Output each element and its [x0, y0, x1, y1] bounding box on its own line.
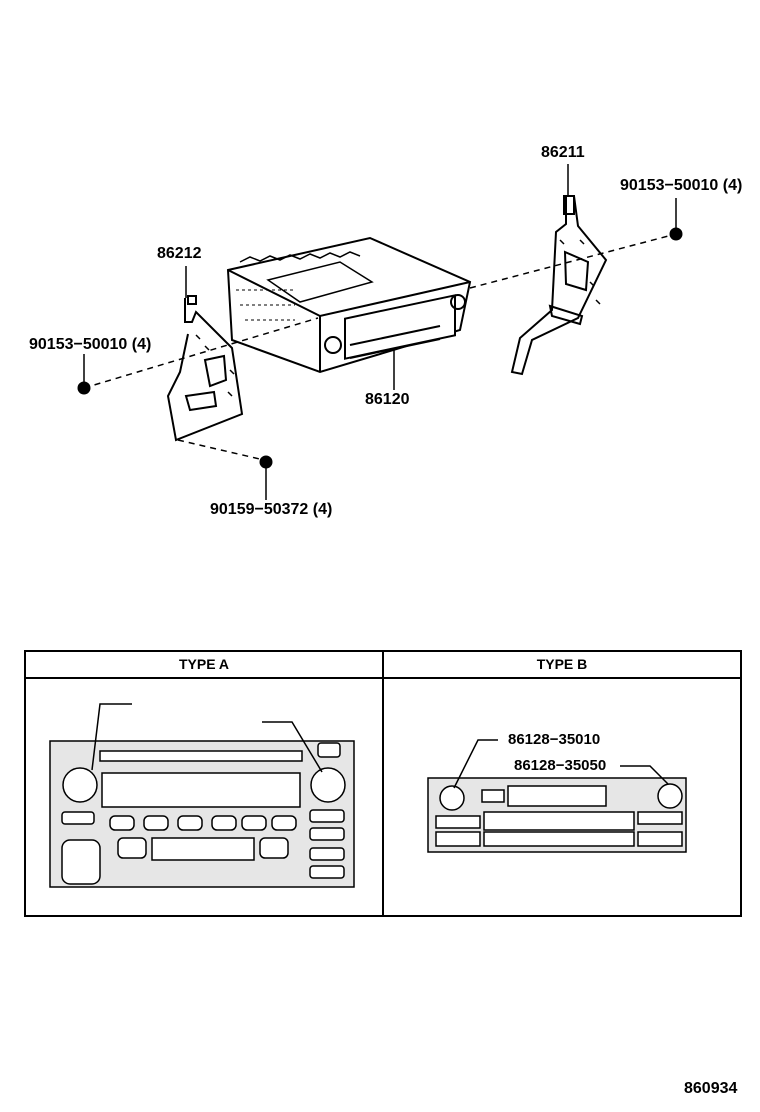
panel-title-type-a: TYPE A [178, 656, 230, 672]
panel-title-type-b: TYPE B [536, 656, 588, 672]
radio-unit-86120 [226, 236, 472, 374]
label-knob-1: 86128−35010 [508, 731, 601, 748]
attach-line-right [469, 233, 677, 289]
type-b-faceplate [427, 739, 687, 853]
bracket-86212 [166, 295, 244, 442]
label-bracket-left: 86212 [157, 245, 202, 262]
type-a-faceplate [49, 703, 355, 888]
label-screw-bottom: 90159−50372 (4) [210, 501, 333, 518]
label-radio-unit: 86120 [365, 391, 410, 408]
attach-line-bottom [177, 439, 265, 461]
label-bracket-right: 86211 [541, 144, 585, 161]
label-knob-2: 86128−35050 [514, 757, 607, 774]
attach-line-left [83, 317, 319, 389]
label-screw-left: 90153−50010 (4) [29, 336, 152, 353]
label-screw-right: 90153−50010 (4) [620, 177, 743, 194]
figure-number: 860934 [684, 1080, 738, 1097]
